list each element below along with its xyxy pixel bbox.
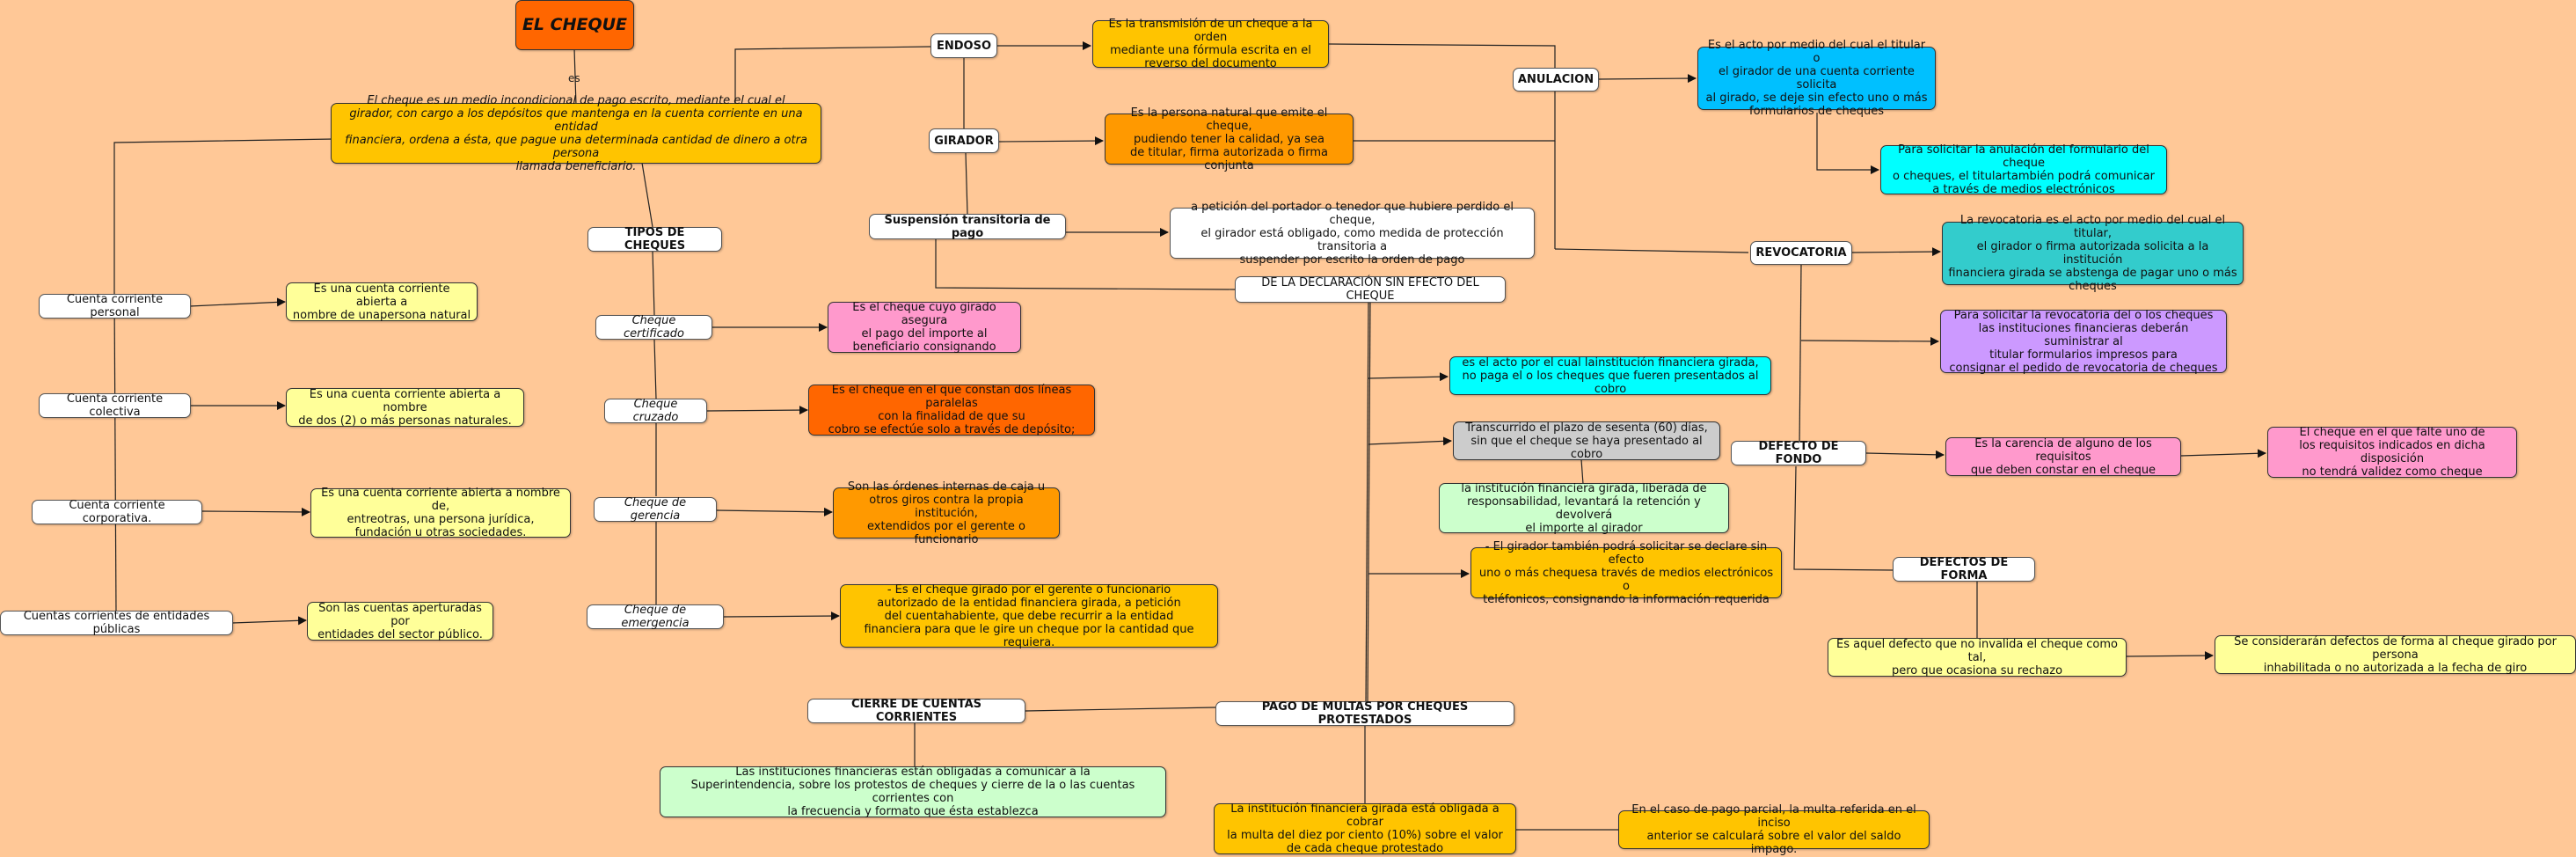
revocatoria-definition-2: Para solicitar la revocatoria del o los … — [1940, 309, 2227, 375]
defectos-forma-definition-1: Es aquel defecto que no invalida el cheq… — [1828, 638, 2127, 678]
revocatoria: REVOCATORIA — [1750, 241, 1852, 265]
pago-de-multas: PAGO DE MULTAS POR CHEQUES PROTESTADOS — [1215, 700, 1514, 727]
multas-definition-1: La institución financiera girada está ob… — [1214, 802, 1516, 855]
cuenta-publicas: Cuentas corrientes de entidades públicas — [0, 610, 233, 636]
endoso-definition: Es la transmisión de un cheque a la orde… — [1092, 18, 1329, 70]
cuenta-personal-definition: Es una cuenta corriente abierta a nombre… — [286, 282, 478, 322]
declaracion-definition-1: es el acto por el cual lainstitución fin… — [1449, 356, 1771, 396]
defectos-forma-definition-2: Se considerarán defectos de forma al che… — [2215, 635, 2576, 675]
girador: GIRADOR — [929, 128, 999, 153]
defecto-fondo-definition-2: El cheque en el que falte uno de los req… — [2267, 426, 2517, 479]
multas-definition-2: En el caso de pago parcial, la multa ref… — [1618, 803, 1930, 856]
cheque-definition: El cheque es un medio incondicional de p… — [331, 94, 821, 173]
defectos-de-forma: DEFECTOS DE FORMA — [1893, 556, 2035, 582]
cierre-de-cuentas: CIERRE DE CUENTAS CORRIENTES — [807, 698, 1025, 724]
cuenta-colectiva-definition: Es una cuenta corriente abierta a nombre… — [286, 388, 524, 428]
cheque-de-gerencia-definition: Son las órdenes internas de caja u otros… — [833, 480, 1060, 546]
cheque-cruzado: Cheque cruzado — [604, 398, 707, 424]
defecto-de-fondo: DEFECTO DE FONDO — [1731, 440, 1866, 466]
defecto-fondo-definition-1: Es la carencia de alguno de los requisit… — [1945, 437, 2181, 477]
anulacion-definition-2: Para solicitar la anulación del formular… — [1880, 143, 2167, 196]
declaracion-sin-efecto: DE LA DECLARACIÓN SIN EFECTO DEL CHEQUE — [1235, 276, 1506, 303]
anulacion: ANULACION — [1513, 68, 1599, 92]
cuenta-publicas-definition: Son las cuentas aperturadas por entidade… — [307, 602, 493, 641]
declaracion-definition-3: la institución financiera girada, libera… — [1439, 482, 1729, 535]
cuenta-corporativa: Cuenta corriente corporativa. — [32, 499, 202, 525]
cuenta-colectiva: Cuenta corriente colectiva — [39, 392, 191, 419]
endoso: ENDOSO — [930, 33, 997, 58]
cheque-de-emergencia-definition: - Es el cheque girado por el gerente o f… — [840, 583, 1218, 649]
revocatoria-definition-1: La revocatoria es el acto por medio del … — [1942, 214, 2244, 293]
suspension-transitoria: Suspensión transitoria de pago — [869, 214, 1066, 240]
girador-definition: Es la persona natural que emite el chequ… — [1105, 106, 1354, 172]
declaracion-definition-4: - El girador también podrá solicitar se … — [1470, 540, 1782, 606]
main-title: EL CHEQUE — [515, 0, 634, 50]
suspension-definition: a petición del portador o tenedor que hu… — [1170, 201, 1535, 267]
cheque-certificado-definition: Es el cheque cuyo girado asegura el pago… — [828, 301, 1021, 354]
cheque-certificado: Cheque certificado — [595, 314, 712, 341]
cierre-definition: Las instituciones financieras están obli… — [660, 765, 1166, 818]
link-label-es: es — [568, 72, 580, 84]
tipos-de-cheques: TIPOS DE CHEQUES — [587, 226, 722, 253]
cheque-de-emergencia: Cheque de emergencia — [587, 604, 724, 630]
anulacion-definition-1: Es el acto por medio del cual el titular… — [1697, 39, 1936, 118]
cheque-de-gerencia: Cheque de gerencia — [594, 496, 717, 523]
cuenta-corporativa-definition: Es una cuenta corriente abierta a nombre… — [310, 487, 571, 539]
cuenta-personal: Cuenta corriente personal — [39, 293, 191, 319]
declaracion-definition-2: Transcurrido el plazo de sesenta (60) dí… — [1453, 421, 1720, 461]
cheque-cruzado-definition: Es el cheque en el que constan dos línea… — [808, 384, 1095, 436]
